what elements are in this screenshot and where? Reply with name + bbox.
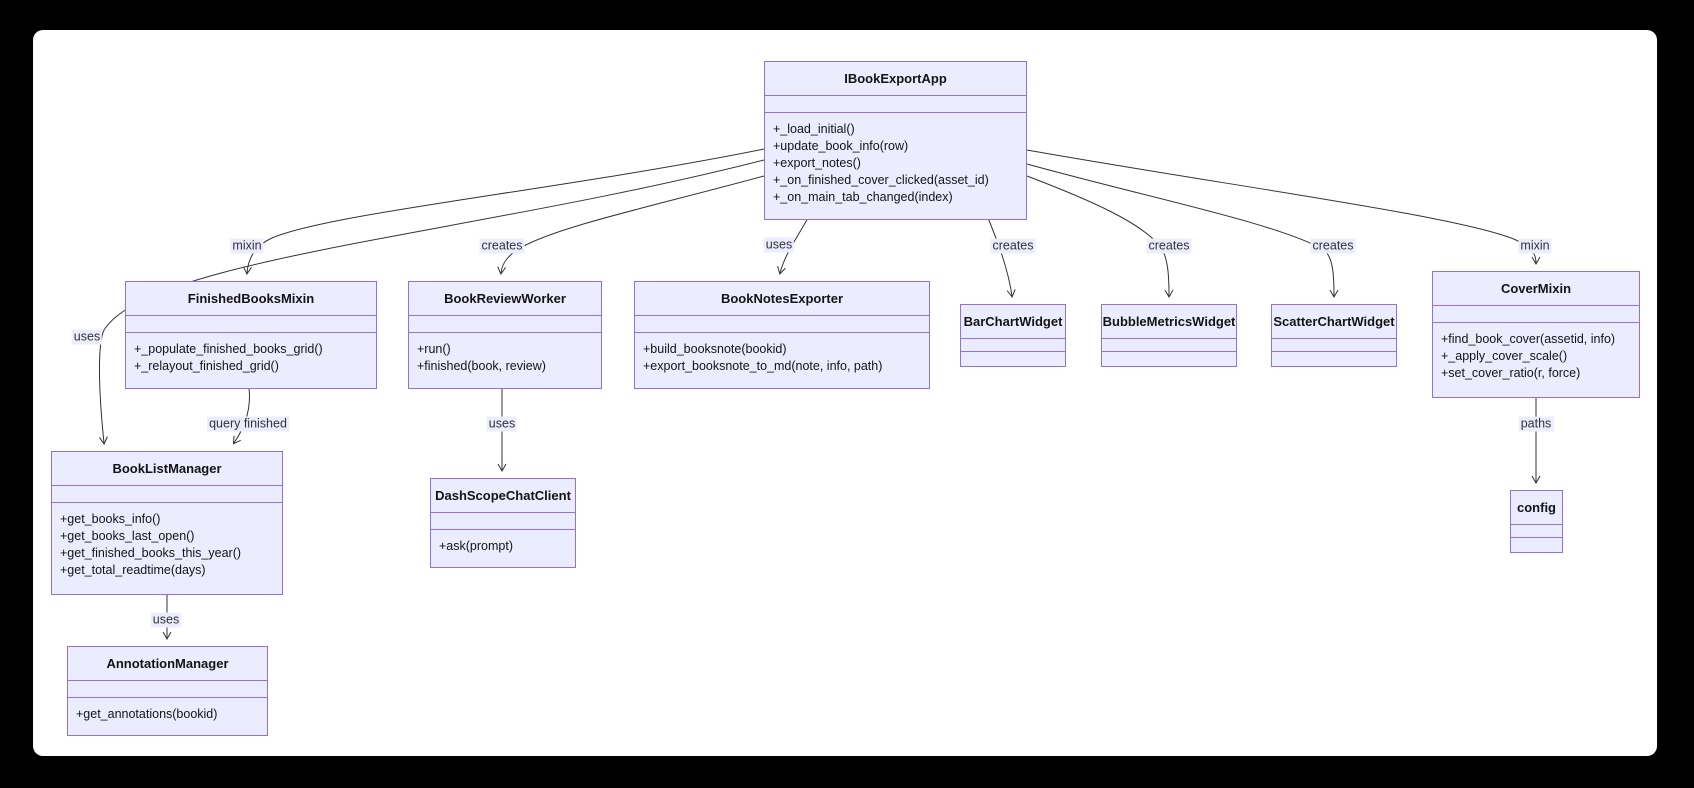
class-methods: +ask(prompt): [431, 530, 575, 567]
method: +_populate_finished_books_grid(): [134, 342, 323, 356]
class-scatterchartwidget: ScatterChartWidget: [1271, 304, 1397, 367]
class-methods: +_load_initial() +update_book_info(row) …: [765, 113, 1026, 219]
method: +_relayout_finished_grid(): [134, 359, 279, 373]
class-attributes-empty: [1511, 525, 1562, 538]
edge-label-creates-barchartwidget: creates: [990, 238, 1036, 254]
edge-label-mixin-finishedbooksmixin: mixin: [230, 238, 264, 254]
class-booklistmanager: BookListManager +get_books_info() +get_b…: [51, 451, 283, 595]
edge-label-paths-config: paths: [1518, 416, 1554, 432]
method: +get_finished_books_this_year(): [60, 546, 242, 560]
class-title: BarChartWidget: [961, 305, 1065, 339]
class-attributes-empty: [765, 96, 1026, 113]
method: +get_annotations(bookid): [76, 707, 218, 721]
class-title: BookNotesExporter: [635, 282, 929, 316]
edge-label-creates-bookreviewworker: creates: [479, 238, 525, 254]
class-title: IBookExportApp: [765, 62, 1026, 96]
method: +finished(book, review): [417, 359, 546, 373]
class-attributes-empty: [961, 339, 1065, 352]
class-methods: +build_booksnote(bookid) +export_booksno…: [635, 333, 929, 388]
method: +update_book_info(row): [773, 139, 909, 153]
method: +_apply_cover_scale(): [1441, 349, 1568, 363]
class-methods: +_populate_finished_books_grid() +_relay…: [126, 333, 376, 388]
class-ibookexportapp: IBookExportApp +_load_initial() +update_…: [764, 61, 1027, 220]
class-title: AnnotationManager: [68, 647, 267, 681]
edge-label-mixin-covermixin: mixin: [1518, 238, 1552, 254]
class-methods: +find_book_cover(assetid, info) +_apply_…: [1433, 323, 1639, 397]
edge-label-uses-annotationmanager: uses: [150, 612, 182, 628]
method: +export_notes(): [773, 156, 861, 170]
class-methods-empty: [1511, 538, 1562, 552]
method: +export_booksnote_to_md(note, info, path…: [643, 359, 883, 373]
method: +_load_initial(): [773, 122, 855, 136]
class-attributes-empty: [1433, 306, 1639, 323]
class-attributes-empty: [431, 513, 575, 530]
method: +set_cover_ratio(r, force): [1441, 366, 1581, 380]
class-methods-empty: [1272, 352, 1396, 366]
class-methods-empty: [1102, 352, 1236, 366]
class-methods: +get_annotations(bookid): [68, 698, 267, 735]
class-title: config: [1511, 491, 1562, 525]
class-finishedbooksmixin: FinishedBooksMixin +_populate_finished_b…: [125, 281, 377, 389]
class-title: DashScopeChatClient: [431, 479, 575, 513]
class-annotationmanager: AnnotationManager +get_annotations(booki…: [67, 646, 268, 736]
edge-label-uses-booknotesexporter: uses: [763, 237, 795, 253]
class-attributes-empty: [1102, 339, 1236, 352]
class-attributes-empty: [52, 486, 282, 503]
edge-label-creates-bubblemetricswidget: creates: [1146, 238, 1192, 254]
method: +run(): [417, 342, 451, 356]
method: +_on_finished_cover_clicked(asset_id): [773, 173, 989, 187]
edge-label-uses-dashscopechatclient: uses: [486, 416, 518, 432]
class-bubblemetricswidget: BubbleMetricsWidget: [1101, 304, 1237, 367]
class-title: BookListManager: [52, 452, 282, 486]
class-title: BookReviewWorker: [409, 282, 601, 316]
class-booknotesexporter: BookNotesExporter +build_booksnote(booki…: [634, 281, 930, 389]
method: +ask(prompt): [439, 539, 513, 553]
class-attributes-empty: [68, 681, 267, 698]
class-barchartwidget: BarChartWidget: [960, 304, 1066, 367]
class-config: config: [1510, 490, 1563, 553]
class-attributes-empty: [1272, 339, 1396, 352]
class-title: ScatterChartWidget: [1272, 305, 1396, 339]
class-title: FinishedBooksMixin: [126, 282, 376, 316]
edge-label-query-finished: query finished: [207, 416, 289, 432]
class-methods-empty: [961, 352, 1065, 366]
method: +get_books_info(): [60, 512, 161, 526]
class-covermixin: CoverMixin +find_book_cover(assetid, inf…: [1432, 271, 1640, 398]
method: +get_total_readtime(days): [60, 563, 206, 577]
method: +find_book_cover(assetid, info): [1441, 332, 1616, 346]
edge-label-creates-scatterchartwidget: creates: [1310, 238, 1356, 254]
edge-label-uses-booklistmanager: uses: [71, 329, 103, 345]
method: +_on_main_tab_changed(index): [773, 190, 953, 204]
class-attributes-empty: [409, 316, 601, 333]
class-methods: +run() +finished(book, review): [409, 333, 601, 388]
class-attributes-empty: [126, 316, 376, 333]
class-title: BubbleMetricsWidget: [1102, 305, 1236, 339]
class-attributes-empty: [635, 316, 929, 333]
class-methods: +get_books_info() +get_books_last_open()…: [52, 503, 282, 594]
class-bookreviewworker: BookReviewWorker +run() +finished(book, …: [408, 281, 602, 389]
class-title: CoverMixin: [1433, 272, 1639, 306]
method: +build_booksnote(bookid): [643, 342, 787, 356]
class-dashscopechatclient: DashScopeChatClient +ask(prompt): [430, 478, 576, 568]
method: +get_books_last_open(): [60, 529, 195, 543]
